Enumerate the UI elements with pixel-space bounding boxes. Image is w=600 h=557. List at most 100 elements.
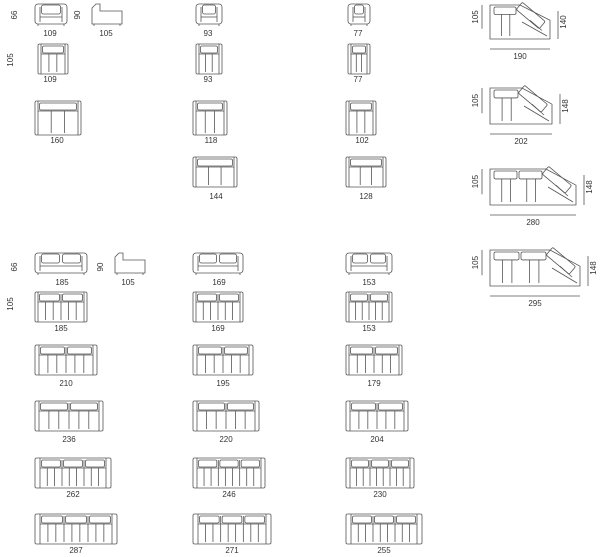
width-label-93: 93 xyxy=(204,29,213,38)
module-outline xyxy=(347,43,371,75)
module-outline xyxy=(192,457,266,489)
sofa-plan-255 xyxy=(345,513,423,545)
sofa-plan-262 xyxy=(34,457,112,489)
width-label-93b: 93 xyxy=(204,75,213,84)
sofa-plan-128 xyxy=(345,156,387,188)
module-outline xyxy=(192,156,238,188)
width-label-185: 185 xyxy=(55,278,69,287)
width-label-255: 255 xyxy=(377,546,391,555)
depth-label-105: 105 xyxy=(99,29,113,38)
width-label-179: 179 xyxy=(367,379,381,388)
depth-label: 105 xyxy=(471,93,480,107)
module-outline xyxy=(34,291,88,323)
width-label-220: 220 xyxy=(219,435,233,444)
width-label-153: 153 xyxy=(362,278,376,287)
width-label-246: 246 xyxy=(222,490,236,499)
module-outline xyxy=(34,400,104,432)
module-outline xyxy=(34,344,98,376)
width-label: 202 xyxy=(514,137,528,146)
sofa-plan-246 xyxy=(192,457,266,489)
depth-label: 105 xyxy=(471,174,480,188)
module-outline xyxy=(345,400,409,432)
module-outline xyxy=(34,457,112,489)
depth-label: 90 xyxy=(73,10,82,19)
module-outline xyxy=(192,291,244,323)
module-outline xyxy=(34,3,68,25)
width-label-102: 102 xyxy=(355,136,369,145)
sofa-plan-287 xyxy=(34,513,118,545)
sofa-plan-230 xyxy=(345,457,415,489)
width-label: 280 xyxy=(526,218,540,227)
depth-label: 105 xyxy=(471,10,480,24)
module-outline xyxy=(192,252,244,274)
armchair-plan-93 xyxy=(195,43,223,75)
width-label-271: 271 xyxy=(225,546,239,555)
sofa-front-169 xyxy=(192,252,244,275)
width-label-195: 195 xyxy=(216,379,230,388)
armchair-front-109 xyxy=(34,3,68,26)
width-label-185: 185 xyxy=(54,324,68,333)
width-label-287: 287 xyxy=(69,546,83,555)
corner-sofa-190: 190 105 140 xyxy=(471,2,568,61)
armchair-plan-77 xyxy=(347,43,371,75)
height-label: 66 xyxy=(10,262,19,271)
sofa-plan-220 xyxy=(192,400,260,432)
width-label-109b: 109 xyxy=(43,75,57,84)
module-outline xyxy=(345,252,393,274)
width-label-118: 118 xyxy=(205,136,218,145)
sofa-plan-236 xyxy=(34,400,104,432)
width-label-204: 204 xyxy=(370,435,384,444)
width-label-210: 210 xyxy=(59,379,73,388)
height-label: 66 xyxy=(10,10,19,19)
sofa-plan-210 xyxy=(34,344,98,376)
module-outline xyxy=(34,100,82,136)
width-label-77: 77 xyxy=(354,29,363,38)
module-outline xyxy=(192,513,272,545)
return-label: 148 xyxy=(589,261,598,275)
sofa-plan-118 xyxy=(192,100,228,136)
module-outline xyxy=(345,156,387,188)
module-outline xyxy=(192,344,254,376)
module-outline xyxy=(195,3,223,25)
width-label-109: 109 xyxy=(43,29,57,38)
sofa-front-153 xyxy=(345,252,393,275)
sofa-plan-204 xyxy=(345,400,409,432)
width-label-77b: 77 xyxy=(354,75,363,84)
corner-sofa-295: 295 105 148 xyxy=(471,247,598,308)
module-outline xyxy=(192,100,228,136)
module-outline xyxy=(345,100,377,136)
armchair-side xyxy=(91,3,123,26)
sofa-plan-153 xyxy=(345,291,393,323)
sofa-plan-195 xyxy=(192,344,254,376)
armchair-front-93 xyxy=(195,3,223,26)
width-label-128: 128 xyxy=(359,192,373,201)
sofa-plan-271 xyxy=(192,513,272,545)
armchair-plan-109 xyxy=(37,43,69,75)
width-label-169: 169 xyxy=(212,278,226,287)
width-label-144: 144 xyxy=(209,192,223,201)
module-outline xyxy=(34,513,118,545)
module-outline xyxy=(345,344,403,376)
depth-label: 90 xyxy=(96,262,105,271)
width-label-230: 230 xyxy=(373,490,387,499)
depth-label: 105 xyxy=(6,53,15,67)
armchair-front-77 xyxy=(347,3,371,26)
width-label-262: 262 xyxy=(66,490,80,499)
width-label: 295 xyxy=(528,299,542,308)
module-outline xyxy=(195,43,223,75)
depth-label: 105 xyxy=(471,255,480,269)
return-label: 140 xyxy=(559,15,568,29)
width-label: 190 xyxy=(513,52,527,61)
depth-label: 105 xyxy=(6,297,15,311)
sofa-plan-179 xyxy=(345,344,403,376)
module-outline xyxy=(345,513,423,545)
sofa-plan-144 xyxy=(192,156,238,188)
module-outline xyxy=(347,3,371,25)
sofa-plan-169 xyxy=(192,291,244,323)
module-outline xyxy=(192,400,260,432)
sofa-side xyxy=(114,252,146,275)
module-outline xyxy=(345,457,415,489)
sofa-plan-102 xyxy=(345,100,377,136)
